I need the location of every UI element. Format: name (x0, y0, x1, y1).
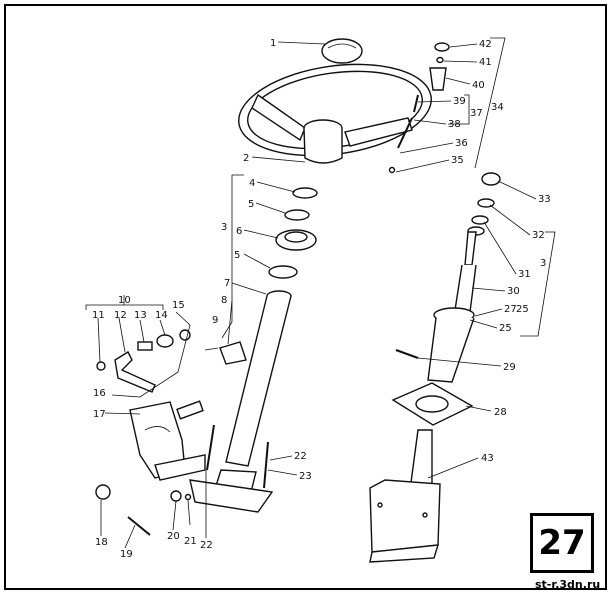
page-frame (4, 4, 607, 590)
callout-25-lower: 25 (499, 323, 512, 334)
callout-38: 38 (448, 119, 461, 130)
callout-42: 42 (479, 39, 492, 50)
callout-36: 36 (455, 138, 468, 149)
callout-18: 18 (95, 537, 108, 548)
callout-1: 1 (270, 38, 276, 49)
callout-4: 4 (249, 178, 255, 189)
callout-3-right: 3 (540, 258, 546, 269)
shaft-small-parts (467, 172, 501, 236)
callout-39: 39 (453, 96, 466, 107)
steering-column-tube (189, 290, 292, 513)
callout-10: 10 (118, 295, 131, 306)
horn-cap (321, 38, 363, 64)
callout-3-left: 3 (221, 222, 227, 233)
callout-28: 28 (494, 407, 507, 418)
watermark-text: st-r.3dn.ru (535, 578, 601, 591)
callout-15: 15 (172, 300, 185, 311)
callout-27: 27 (504, 304, 517, 315)
callout-14: 14 (155, 310, 168, 321)
callout-29: 29 (503, 362, 516, 373)
bracket-9 (204, 341, 247, 365)
steering-wheel (238, 63, 432, 164)
callout-labels: 1 2 3 4 5 6 5 7 8 9 10 11 12 13 14 15 16… (92, 38, 551, 560)
callout-13: 13 (134, 310, 147, 321)
callout-5-lower: 5 (234, 250, 240, 261)
callout-7: 7 (224, 278, 230, 289)
steering-shaft (427, 231, 477, 383)
lever-knob-assembly (388, 42, 450, 174)
callout-25-upper: 25 (516, 304, 529, 315)
callout-22-lower: 22 (200, 540, 213, 551)
callout-31: 31 (518, 269, 531, 280)
callout-33: 33 (538, 194, 551, 205)
callout-30: 30 (507, 286, 520, 297)
callout-8: 8 (221, 295, 227, 306)
callout-40: 40 (472, 80, 485, 91)
callout-2: 2 (243, 153, 249, 164)
callout-34: 34 (491, 102, 504, 113)
mounting-bracket (95, 400, 269, 536)
callout-41: 41 (479, 57, 492, 68)
flange-plate (391, 382, 474, 426)
steering-unit (369, 429, 441, 563)
callout-16: 16 (93, 388, 106, 399)
page-number-badge: 27 (530, 513, 594, 573)
callout-20: 20 (167, 531, 180, 542)
callout-22-upper: 22 (294, 451, 307, 462)
callout-37: 37 (470, 108, 483, 119)
callout-43: 43 (481, 453, 494, 464)
callout-32: 32 (532, 230, 545, 241)
callout-23: 23 (299, 471, 312, 482)
callout-35: 35 (451, 155, 464, 166)
leader-lines (85, 37, 556, 549)
callout-19: 19 (120, 549, 133, 560)
callout-17: 17 (93, 409, 106, 420)
pin-29 (395, 349, 419, 359)
callout-9: 9 (212, 315, 218, 326)
callout-5-upper: 5 (248, 199, 254, 210)
column-bearing-parts (268, 187, 318, 279)
callout-6: 6 (236, 226, 242, 237)
callout-12: 12 (114, 310, 127, 321)
callout-21: 21 (184, 536, 197, 547)
callout-11: 11 (92, 310, 105, 321)
